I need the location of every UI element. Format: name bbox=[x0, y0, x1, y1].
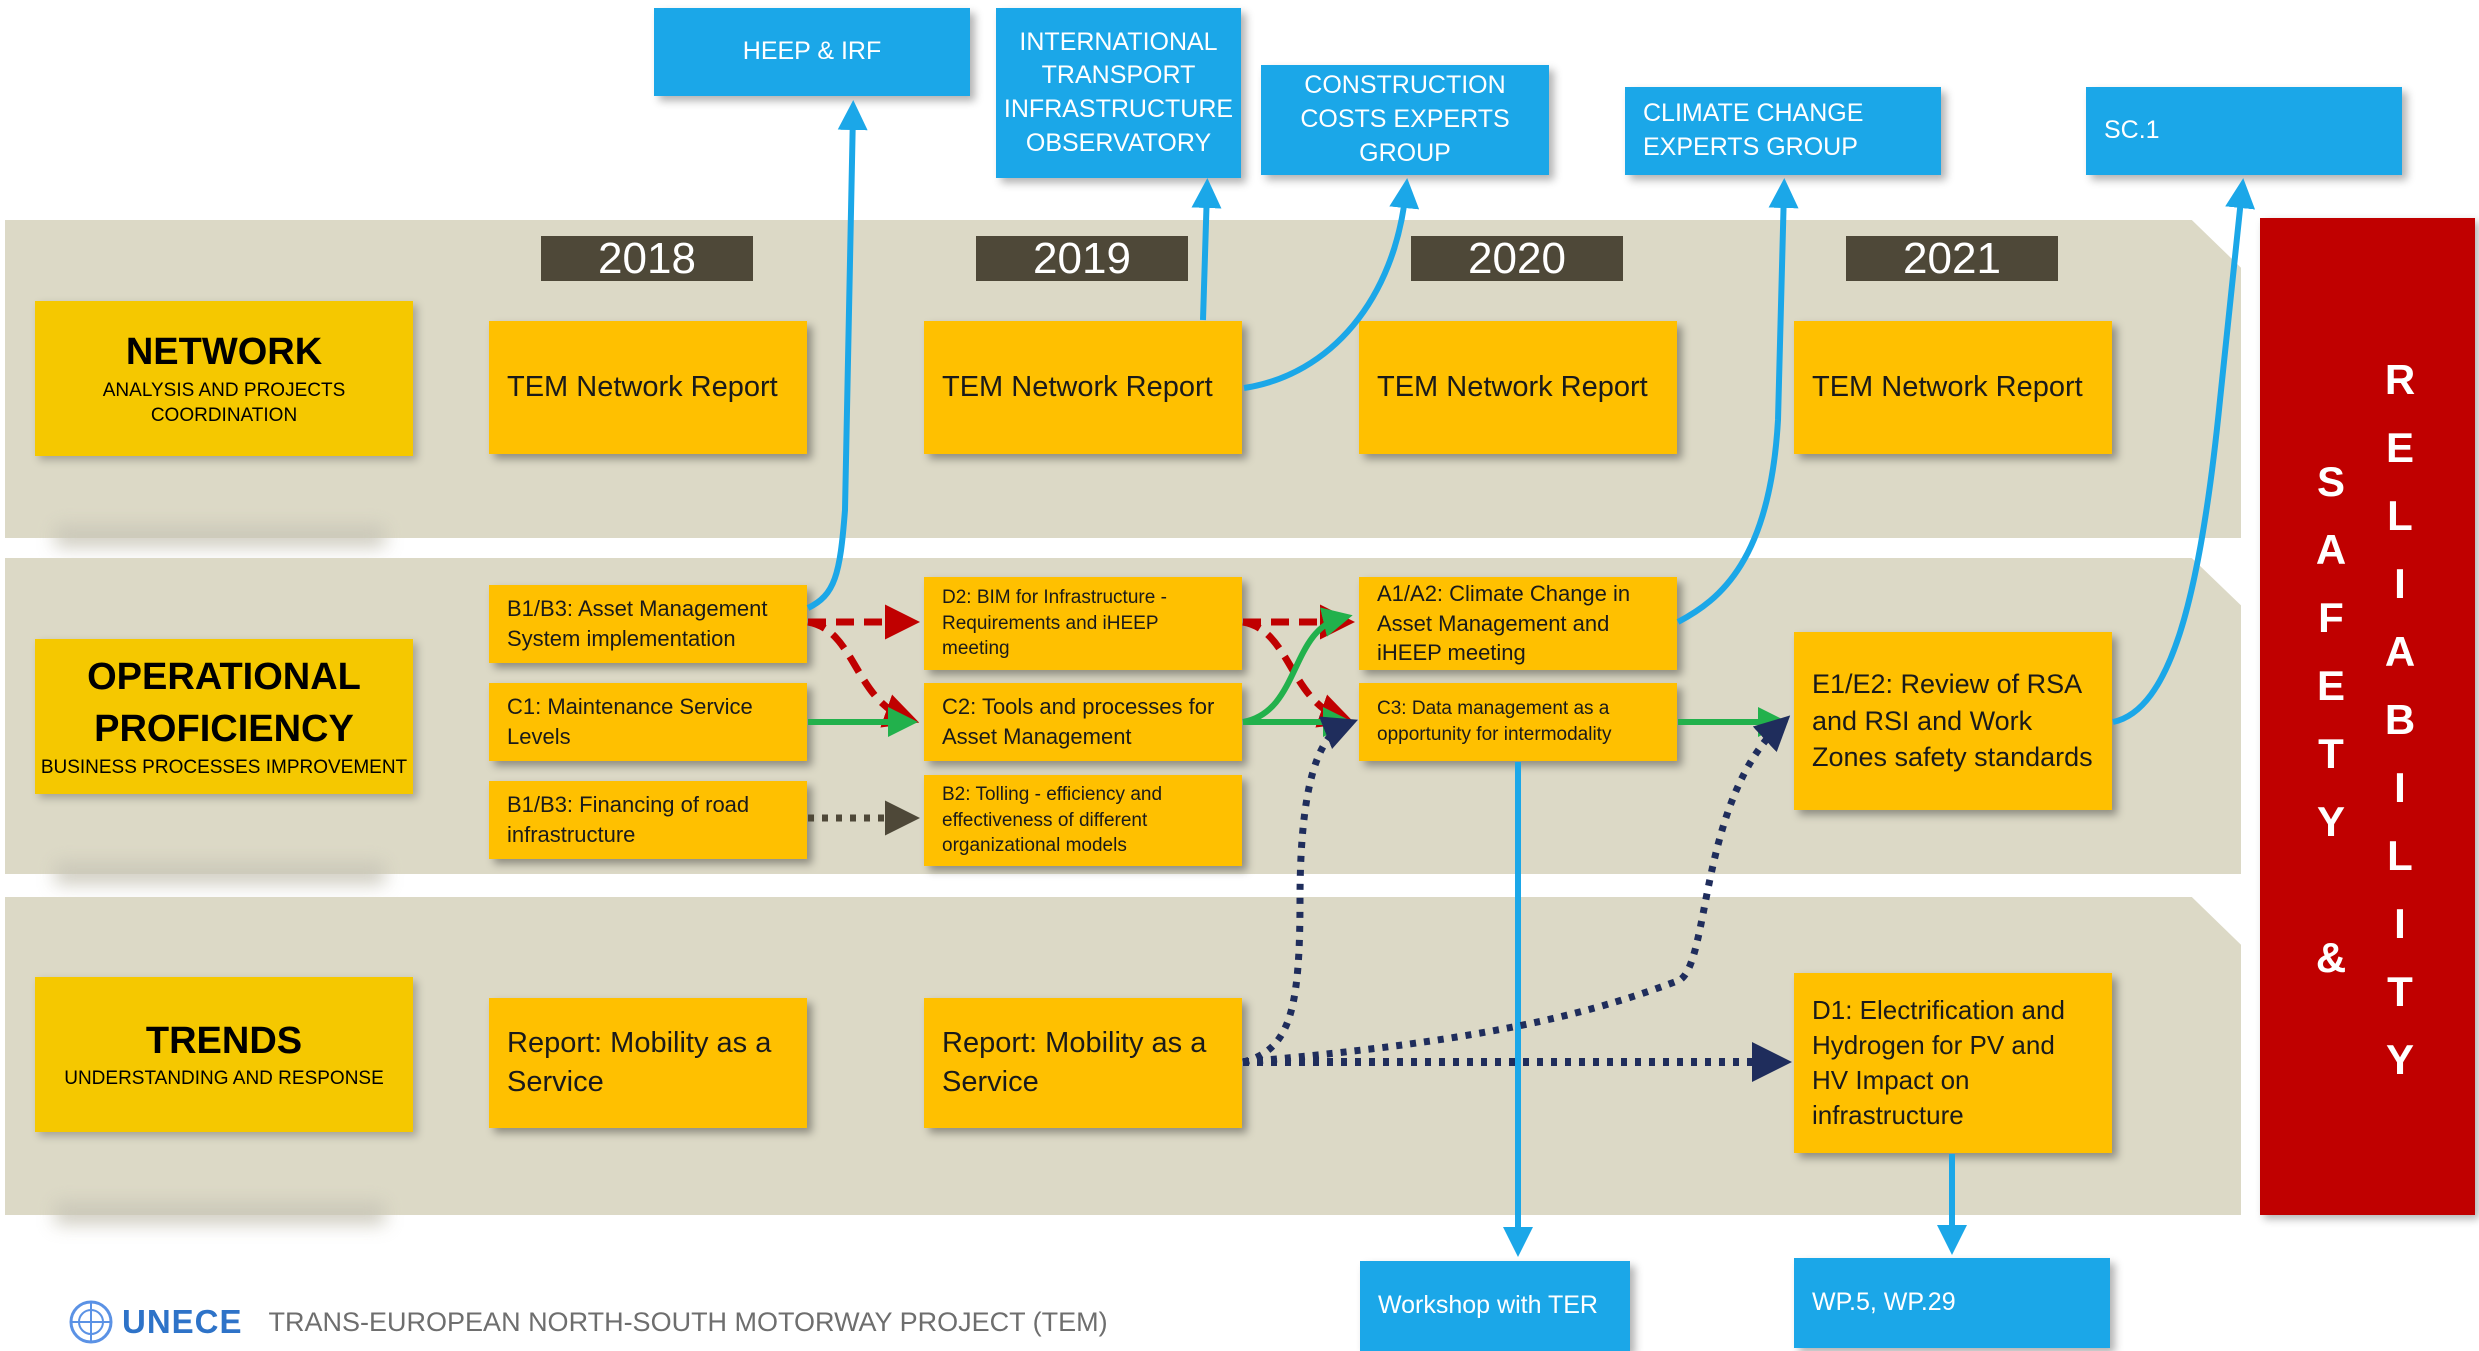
year-label-2020: 2020 bbox=[1411, 234, 1623, 283]
letter: Y bbox=[2316, 798, 2345, 845]
letter: F bbox=[2318, 594, 2344, 641]
letter: A bbox=[2315, 526, 2347, 573]
task-d1-electrification: D1: Electrification and Hydrogen for PV … bbox=[1794, 973, 2112, 1153]
letter: T bbox=[2387, 968, 2413, 1015]
category-network: NETWORK ANALYSIS AND PROJECTS COORDINATI… bbox=[35, 301, 413, 456]
external-workshop-ter: Workshop with TER bbox=[1360, 1261, 1630, 1351]
letter: R bbox=[2384, 356, 2416, 403]
category-title: OPERATIONAL PROFICIENCY bbox=[87, 656, 361, 750]
safety-reliability-banner: S A F E T Y & R E L I A B I L I T Y bbox=[2260, 218, 2475, 1215]
letter bbox=[2301, 866, 2361, 934]
category-subtitle: UNDERSTANDING AND RESPONSE bbox=[64, 1068, 384, 1090]
external-itio: INTERNATIONAL TRANSPORT INFRASTRUCTURE O… bbox=[996, 8, 1241, 178]
letter: L bbox=[2387, 492, 2413, 539]
external-cceg: CONSTRUCTION COSTS EXPERTS GROUP bbox=[1261, 65, 1549, 175]
external-wp: WP.5, WP.29 bbox=[1794, 1258, 2110, 1348]
year-label-2019: 2019 bbox=[976, 234, 1188, 283]
external-climate-group: CLIMATE CHANGE EXPERTS GROUP bbox=[1625, 87, 1941, 175]
un-emblem-icon bbox=[69, 1300, 113, 1344]
letter: E bbox=[2316, 662, 2345, 709]
network-report-2018: TEM Network Report bbox=[489, 321, 807, 454]
letter: I bbox=[2394, 764, 2406, 811]
task-d2-bim: D2: BIM for Infrastructure - Requirement… bbox=[924, 577, 1242, 670]
letter: B bbox=[2384, 696, 2416, 743]
letter: Y bbox=[2385, 1036, 2414, 1083]
task-c2-tools: C2: Tools and processes for Asset Manage… bbox=[924, 683, 1242, 761]
letter: & bbox=[2315, 934, 2347, 981]
banner-right-letters: R E L I A B I L I T Y bbox=[2370, 356, 2430, 1104]
operational-band-shadow bbox=[55, 862, 385, 884]
task-e1e2-review: E1/E2: Review of RSA and RSI and Work Zo… bbox=[1794, 632, 2112, 810]
category-trends: TRENDS UNDERSTANDING AND RESPONSE bbox=[35, 977, 413, 1132]
task-b2-tolling: B2: Tolling - efficiency and effectivene… bbox=[924, 775, 1242, 866]
letter: T bbox=[2318, 730, 2344, 777]
category-subtitle: ANALYSIS AND PROJECTS COORDINATION bbox=[102, 379, 346, 427]
trends-band-shadow bbox=[55, 1202, 385, 1224]
project-title: TRANS-EUROPEAN NORTH-SOUTH MOTORWAY PROJ… bbox=[268, 1306, 1108, 1337]
network-band-shadow bbox=[55, 525, 385, 547]
year-label-2018: 2018 bbox=[541, 234, 753, 283]
category-title: NETWORK bbox=[125, 331, 323, 374]
task-c1-maintenance: C1: Maintenance Service Levels bbox=[489, 683, 807, 761]
letter: E bbox=[2385, 424, 2414, 471]
footer: UNECE TRANS-EUROPEAN NORTH-SOUTH MOTORWA… bbox=[68, 1300, 1108, 1344]
banner-left-letters: S A F E T Y & bbox=[2301, 458, 2361, 1002]
external-sc1: SC.1 bbox=[2086, 87, 2402, 175]
year-label-2021: 2021 bbox=[1846, 234, 2058, 283]
unece-logo-text: UNECE bbox=[122, 1303, 243, 1340]
task-a1a2-climate: A1/A2: Climate Change in Asset Managemen… bbox=[1359, 577, 1677, 670]
network-report-2021: TEM Network Report bbox=[1794, 321, 2112, 454]
letter: I bbox=[2394, 560, 2406, 607]
letter: S bbox=[2316, 458, 2345, 505]
network-report-2019: TEM Network Report bbox=[924, 321, 1242, 454]
task-c3-data-management: C3: Data management as a opportunity for… bbox=[1359, 683, 1677, 761]
category-title: TRENDS bbox=[145, 1019, 303, 1062]
trend-maas-2018: Report: Mobility as a Service bbox=[489, 998, 807, 1128]
external-heep-irf: HEEP & IRF bbox=[654, 8, 970, 96]
network-report-2020: TEM Network Report bbox=[1359, 321, 1677, 454]
task-b1b3-asset-management: B1/B3: Asset Management System implement… bbox=[489, 585, 807, 663]
category-operational: OPERATIONAL PROFICIENCY BUSINESS PROCESS… bbox=[35, 639, 413, 794]
task-b1b3-financing: B1/B3: Financing of road infrastructure bbox=[489, 781, 807, 859]
category-subtitle: BUSINESS PROCESSES IMPROVEMENT bbox=[40, 756, 408, 778]
trend-maas-2019: Report: Mobility as a Service bbox=[924, 998, 1242, 1128]
letter: A bbox=[2384, 628, 2416, 675]
letter: L bbox=[2387, 832, 2413, 879]
letter: I bbox=[2394, 900, 2406, 947]
